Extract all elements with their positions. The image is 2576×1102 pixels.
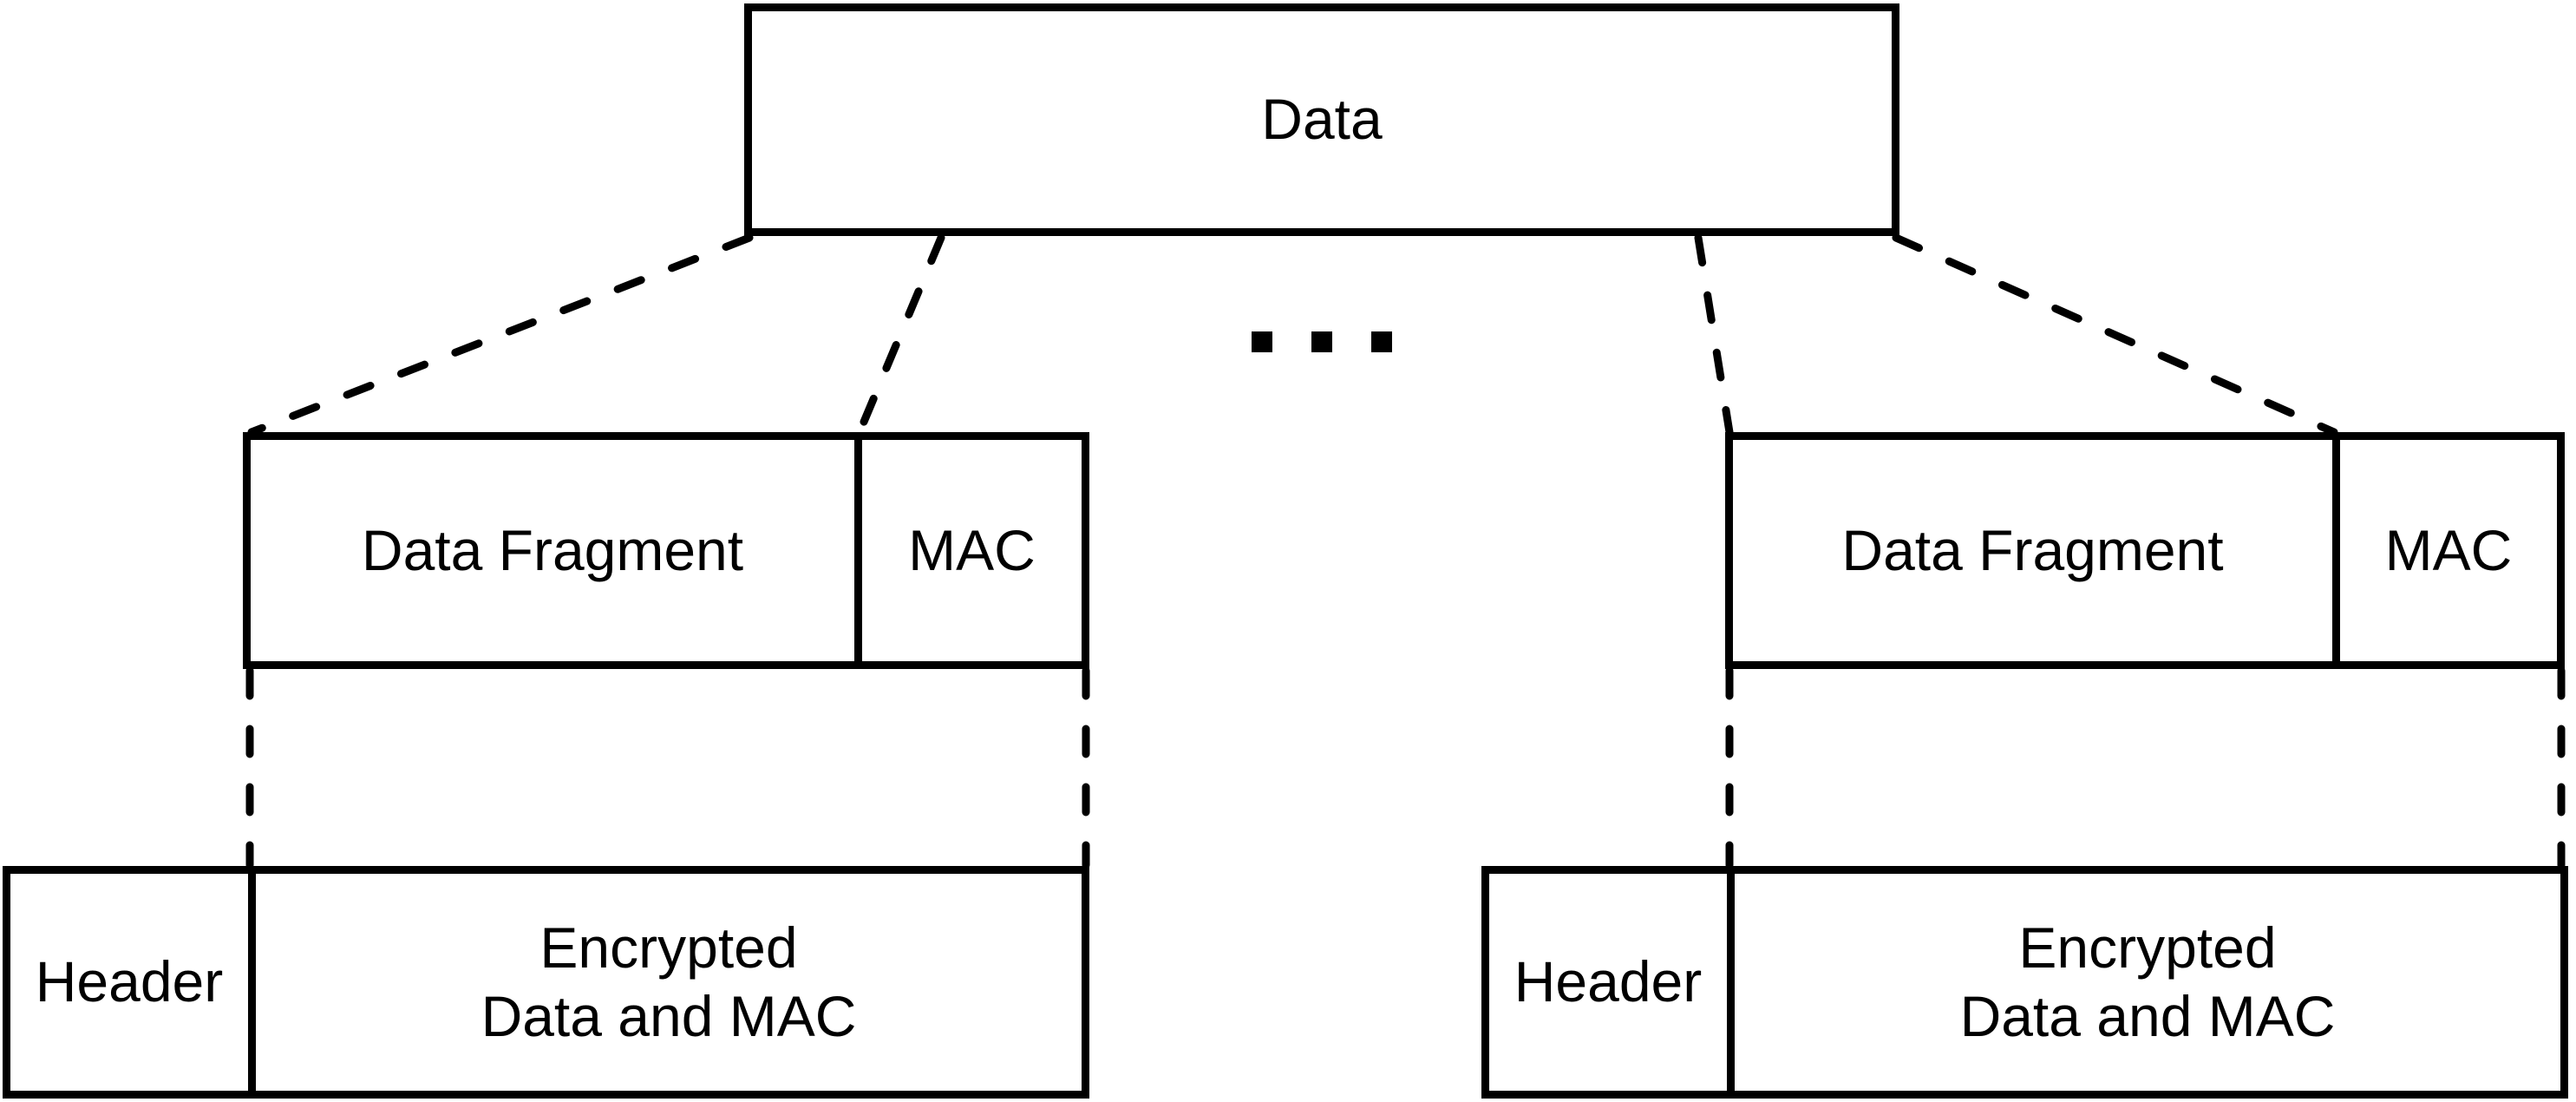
data-box-label: Data (1261, 87, 1383, 152)
encrypted-data-label: Encrypted Data and MAC (1735, 874, 2560, 1091)
ellipsis-dot (1252, 331, 1272, 352)
fragment-line-right-inner (1694, 233, 1734, 436)
data-fragment-label: Data Fragment (1733, 440, 2340, 661)
fragment-line-left-inner (855, 233, 945, 436)
encrypted-data-label: Encrypted Data and MAC (256, 874, 1082, 1091)
encrypted-line1: Encrypted (2018, 915, 2277, 980)
record-box-left: Header Encrypted Data and MAC (3, 866, 1089, 1099)
ellipsis-dot (1371, 331, 1392, 352)
fragment-line-left-outer (247, 233, 754, 436)
header-label: Header (10, 874, 256, 1091)
data-fragment-label: Data Fragment (251, 440, 862, 661)
mac-label: MAC (2384, 517, 2513, 582)
encrypted-line2: Data and MAC (1959, 984, 2336, 1048)
fragment-box-right: Data Fragment MAC (1725, 432, 2565, 669)
fragment-line-right-outer (1892, 233, 2338, 436)
mac-label: MAC (908, 517, 1036, 582)
ellipsis-dot (1311, 331, 1332, 352)
fragment-box-left: Data Fragment MAC (243, 432, 1089, 669)
data-box: Data (744, 3, 1899, 236)
ellipsis-icon (1252, 331, 1392, 352)
header-label: Header (1489, 874, 1735, 1091)
encrypted-line1: Encrypted (539, 915, 798, 980)
encrypted-line2: Data and MAC (481, 984, 857, 1048)
record-box-right: Header Encrypted Data and MAC (1481, 866, 2568, 1099)
